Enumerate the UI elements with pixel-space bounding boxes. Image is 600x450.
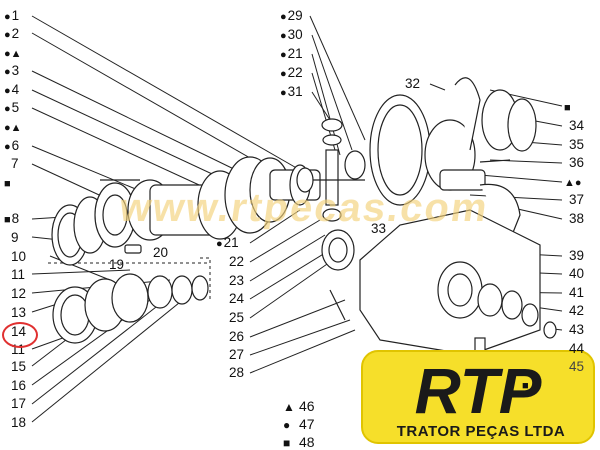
callout: 13 bbox=[11, 305, 27, 320]
callout: 9 bbox=[11, 230, 19, 245]
callout: ●21 bbox=[280, 46, 303, 62]
logo-text: RTP bbox=[415, 355, 542, 427]
highlight-ring bbox=[2, 322, 38, 348]
callout: ●3 bbox=[4, 63, 20, 79]
callout: 41 bbox=[569, 285, 585, 300]
callout: 12 bbox=[11, 286, 27, 301]
rtp-logo: RTP bbox=[361, 350, 595, 444]
legend-item: ▲46 bbox=[283, 398, 315, 414]
callout: ●5 bbox=[4, 100, 20, 116]
callout: ▲● bbox=[564, 177, 582, 189]
callout: 39 bbox=[569, 248, 585, 263]
callout: ●22 bbox=[280, 65, 303, 81]
callout: 18 bbox=[11, 415, 27, 430]
callout: 35 bbox=[569, 137, 585, 152]
callout: 33 bbox=[371, 221, 387, 236]
callout: ●2 bbox=[4, 26, 20, 42]
legend-item: ■48 bbox=[283, 434, 315, 450]
callout: 17 bbox=[11, 396, 27, 411]
callout: 36 bbox=[569, 155, 585, 170]
callout: 34 bbox=[569, 118, 585, 133]
watermark: www.rtpecas.com bbox=[116, 186, 492, 230]
callout: 10 bbox=[11, 249, 27, 264]
callout: 15 bbox=[11, 359, 27, 374]
callout: 45 bbox=[569, 359, 585, 374]
callout: 43 bbox=[569, 322, 585, 337]
callout: ●30 bbox=[280, 27, 303, 43]
callout: ●▲ bbox=[4, 122, 22, 134]
callout: ●4 bbox=[4, 82, 20, 98]
callout: 11 bbox=[11, 267, 26, 282]
callout: ●▲ bbox=[4, 48, 22, 60]
callout: 44 bbox=[569, 341, 585, 356]
callout: 25 bbox=[229, 310, 245, 325]
callout: 20 bbox=[153, 245, 169, 260]
callout: 32 bbox=[405, 76, 421, 91]
callout: 7 bbox=[11, 156, 19, 171]
callout: ●1 bbox=[4, 8, 20, 24]
callout: 37 bbox=[569, 192, 585, 207]
callout: ■ bbox=[522, 380, 529, 392]
callout: 38 bbox=[569, 211, 585, 226]
callout: 16 bbox=[11, 378, 27, 393]
callout: ●29 bbox=[280, 8, 303, 24]
callout: 42 bbox=[569, 303, 585, 318]
legend-item: ●47 bbox=[283, 416, 315, 432]
callout: ■ bbox=[4, 178, 11, 190]
callout: 26 bbox=[229, 329, 245, 344]
callout: ■ bbox=[564, 102, 571, 114]
callout: ●31 bbox=[280, 84, 303, 100]
callout: 24 bbox=[229, 291, 245, 306]
callout: 22 bbox=[229, 254, 245, 269]
callout: ●21 bbox=[216, 235, 239, 251]
callout: 28 bbox=[229, 365, 245, 380]
callout: 40 bbox=[569, 266, 585, 281]
callout: ●6 bbox=[4, 138, 20, 154]
callout: 19 bbox=[109, 257, 125, 272]
callout: 27 bbox=[229, 347, 245, 362]
callout: 23 bbox=[229, 273, 245, 288]
callout: ■8 bbox=[4, 211, 20, 227]
logo-tagline: TRATOR PEÇAS LTDA bbox=[396, 423, 566, 440]
